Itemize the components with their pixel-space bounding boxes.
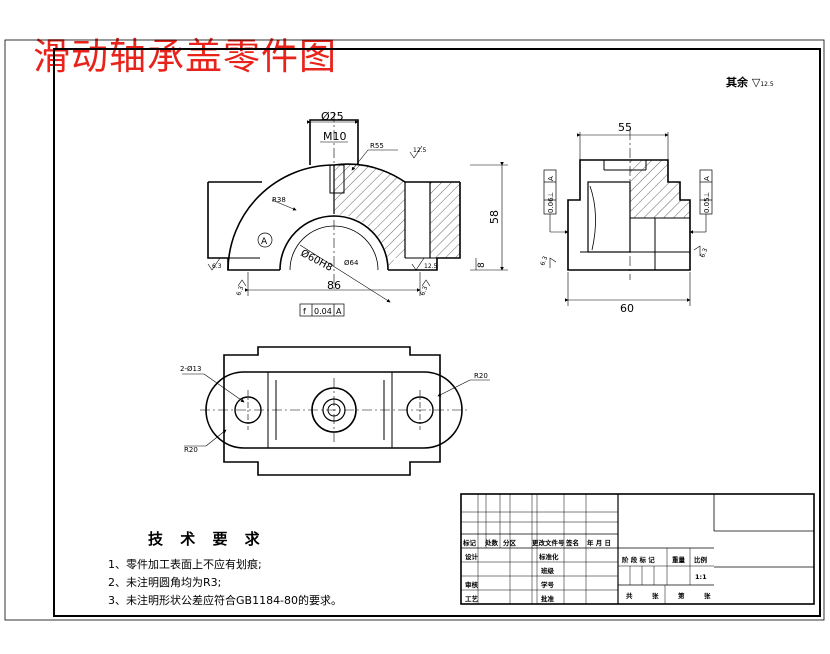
tb-approve: 批准 xyxy=(541,594,555,603)
dim-thread-m10: M10 xyxy=(323,130,347,143)
tb-change-doc: 更改文件号 xyxy=(532,538,565,547)
tb-count: 处数 xyxy=(484,538,499,547)
dim-width-86: 86 xyxy=(327,279,341,292)
title-block-text: 标记 处数 分区 更改文件号 签名 年 月 日 设计 标准化 班级 审核 学号 … xyxy=(462,538,711,603)
title-block xyxy=(460,493,815,605)
top-view xyxy=(182,346,490,476)
dim-step-8: 8 xyxy=(477,262,487,268)
requirements-heading: 技 术 要 求 xyxy=(148,530,266,548)
outer-border xyxy=(4,39,825,621)
roughness-right-base: 12.5 xyxy=(424,263,438,270)
dim-diameter-25: Ø25 xyxy=(321,110,344,123)
side-view-labels: 55 60 0.06 A 0.05 A ⊥ ⊥ 6.3 6.3 xyxy=(539,121,711,315)
requirement-item-1: 1、零件加工表面上不应有划痕; xyxy=(108,558,262,571)
side-view xyxy=(543,130,713,306)
tol-value: 0.04 xyxy=(314,307,332,316)
side-frame-left-value: 0.06 xyxy=(547,197,555,213)
tb-date: 年 月 日 xyxy=(587,538,611,547)
tb-number: 第 xyxy=(678,591,685,600)
roughness-right-bottom: 6.3 xyxy=(419,285,429,297)
tb-review: 审核 xyxy=(465,580,479,589)
tb-total: 共 xyxy=(626,591,633,600)
roughness-symbol-icon: ▽ xyxy=(751,76,761,89)
datum-label-a: A xyxy=(261,237,268,247)
inner-frame xyxy=(53,48,821,617)
tb-sign: 签名 xyxy=(565,538,579,547)
dim-bore-60h8: Ø60H8 xyxy=(299,247,335,274)
tb-scale-value: 1:1 xyxy=(695,573,707,581)
dim-height-58: 58 xyxy=(488,210,501,224)
tb-standardize: 标准化 xyxy=(538,552,559,561)
tb-weight: 重量 xyxy=(672,555,686,564)
dim-side-60: 60 xyxy=(620,302,634,315)
tol-symbol: f xyxy=(303,307,306,316)
front-view xyxy=(207,112,508,317)
tb-stage-mark: 阶 段 标 记 xyxy=(622,555,655,564)
side-roughness-right: 6.3 xyxy=(699,247,709,259)
side-frame-left-datum: A xyxy=(547,176,555,181)
requirement-item-3: 3、未注明形状公差应符合GB1184-80的要求。 xyxy=(108,594,343,607)
tb-scale-label: 比例 xyxy=(694,555,708,564)
tb-sheets-2: 张 xyxy=(704,591,711,600)
dim-radius-55: R55 xyxy=(370,142,384,150)
side-frame-right-datum: A xyxy=(703,176,711,181)
tb-class: 班级 xyxy=(541,566,555,575)
roughness-note-value: 12.5 xyxy=(760,81,774,88)
roughness-left-bottom: 6.3 xyxy=(235,285,245,297)
general-roughness-note: 其余 ▽12.5 xyxy=(726,74,774,90)
tb-process: 工艺 xyxy=(465,594,479,603)
tb-design: 设计 xyxy=(465,552,479,561)
side-frame-right-value: 0.05 xyxy=(703,197,711,213)
label-2-holes: 2-Ø13 xyxy=(180,365,201,373)
side-frame-right-symbol: ⊥ xyxy=(703,192,711,198)
roughness-left-base: 6.3 xyxy=(212,263,222,270)
tb-zone: 分区 xyxy=(503,538,517,547)
label-radius-left: R20 xyxy=(184,446,198,454)
dim-arc-64: Ø64 xyxy=(344,259,359,267)
top-view-labels: 2-Ø13 R20 R20 xyxy=(180,365,488,454)
tb-mark: 标记 xyxy=(462,538,477,547)
side-frame-left-symbol: ⊥ xyxy=(547,192,555,198)
tb-student-no: 学号 xyxy=(541,580,555,589)
side-roughness-left: 6.3 xyxy=(539,255,549,267)
tb-sheets-1: 张 xyxy=(652,591,659,600)
roughness-top: 12.5 xyxy=(413,147,427,154)
requirement-item-2: 2、未注明圆角均为R3; xyxy=(108,576,222,589)
dim-side-55: 55 xyxy=(618,121,632,134)
roughness-note-label: 其余 xyxy=(726,76,748,89)
label-radius-right: R20 xyxy=(474,372,488,380)
dim-radius-38: R38 xyxy=(272,196,286,204)
drawing-title: 滑动轴承盖零件图 xyxy=(33,35,337,78)
tol-datum: A xyxy=(336,307,342,316)
